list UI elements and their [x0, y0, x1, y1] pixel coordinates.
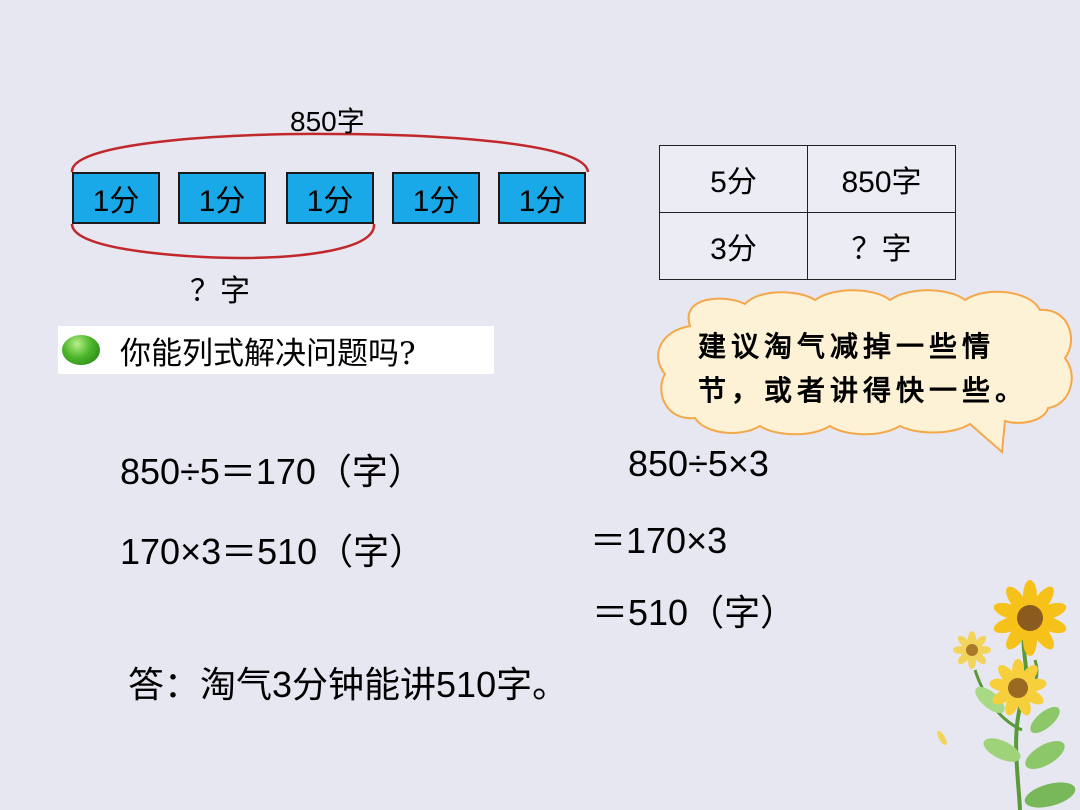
- green-ball-icon: [62, 335, 100, 365]
- method2-line1: 850÷5×3: [628, 443, 769, 484]
- speech-bubble: [657, 289, 1073, 455]
- part-oval: [70, 223, 376, 260]
- answer-text: 答：淘气3分钟能讲510字。: [128, 664, 569, 705]
- unknown-words-label: ？字: [190, 274, 250, 309]
- minute-segment: 1分: [286, 172, 374, 224]
- question-text: 你能列式解决问题吗?: [120, 335, 416, 372]
- minute-segment: 1分: [498, 172, 586, 224]
- table-cell: 850字: [807, 145, 956, 213]
- total-words-label: 850字: [290, 106, 365, 137]
- table-cell: ？字: [807, 212, 956, 280]
- bubble-line: 建议淘气减掉一些情: [698, 330, 996, 363]
- method2-line2: ＝170×3: [590, 520, 728, 561]
- question-banner: 你能列式解决问题吗?: [58, 326, 494, 374]
- table-row: 3分 ？字: [659, 212, 956, 280]
- method1-step2: 170×3＝510（字）: [120, 531, 426, 572]
- speech-bubble-text: 建议淘气减掉一些情 节，或者讲得快一些。: [698, 325, 1058, 413]
- method2-line3: ＝510（字）: [592, 592, 797, 633]
- minute-segment: 1分: [72, 172, 160, 224]
- table-cell: 5分: [659, 145, 808, 213]
- table-cell: 3分: [659, 212, 808, 280]
- minute-segment: 1分: [178, 172, 266, 224]
- table-row: 5分 850字: [659, 145, 956, 213]
- minute-segment: 1分: [392, 172, 480, 224]
- bubble-line: 节，或者讲得快一些。: [698, 374, 1029, 407]
- sunflower-icon: [937, 580, 1076, 810]
- method1-step1: 850÷5＝170（字）: [120, 451, 424, 492]
- relation-table: 5分 850字 3分 ？字: [659, 145, 956, 280]
